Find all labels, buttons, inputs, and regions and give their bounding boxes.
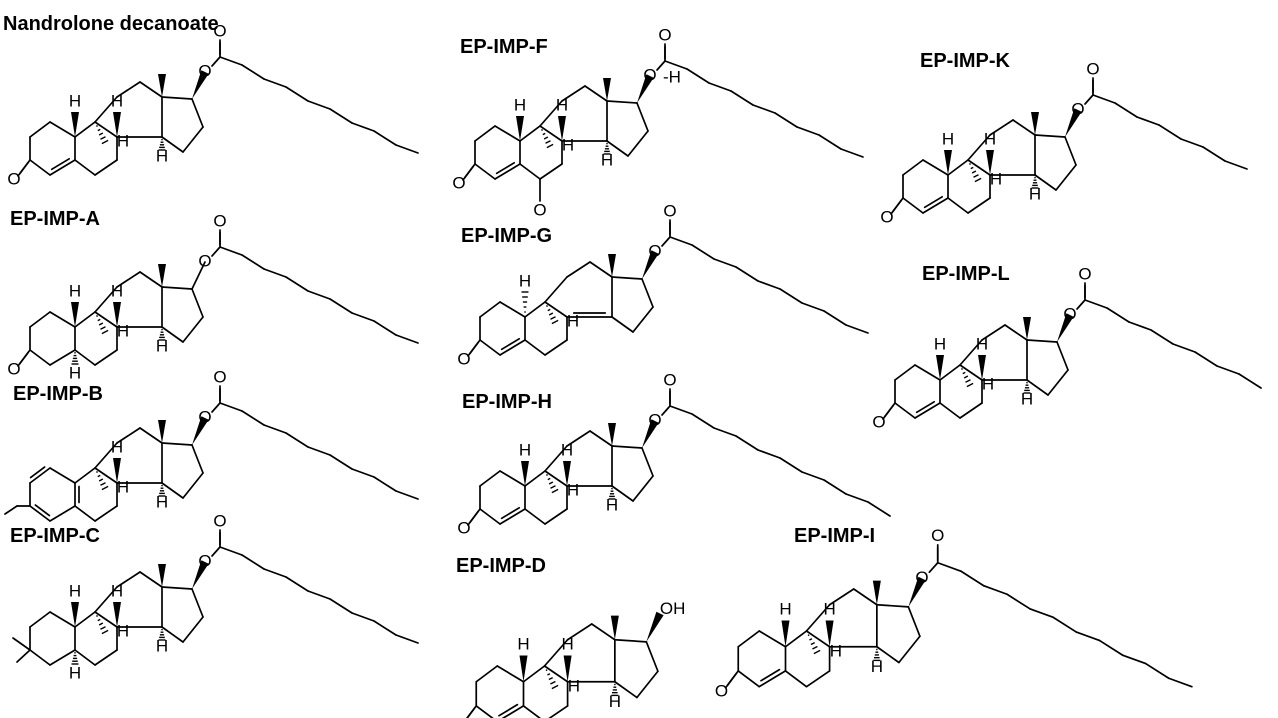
structure-l: EP-IMP-L O H H H H O O xyxy=(872,263,1262,431)
ester-oxygen: O xyxy=(1071,99,1084,118)
h-atom: H xyxy=(942,129,954,148)
structure-k: EP-IMP-K O H H H H O O xyxy=(880,50,1248,226)
h-atom: H xyxy=(69,281,81,300)
h-atom: H xyxy=(156,636,168,655)
h-atom: H xyxy=(517,634,529,653)
h-atom: H xyxy=(562,135,574,154)
hydroxyl-group: OH xyxy=(660,599,686,618)
structure-label: EP-IMP-B xyxy=(13,383,103,405)
ketone-oxygen: O xyxy=(872,412,885,431)
h-atom: H xyxy=(567,311,579,330)
structure-h: EP-IMP-H O H H H H O O xyxy=(457,370,891,537)
h-atom: H xyxy=(871,657,883,676)
extra-hydrogen: -H xyxy=(663,67,681,86)
structure-a: EP-IMP-A O H H H H H O O xyxy=(7,208,419,382)
h-atom: H xyxy=(823,599,835,618)
h-atom: H xyxy=(514,95,526,114)
carbonyl-oxygen: O xyxy=(213,511,226,530)
ketone-oxygen: O xyxy=(457,349,470,368)
structure-g: EP-IMP-G O H H O O xyxy=(457,201,869,368)
h-atom: H xyxy=(567,480,579,499)
ketone-oxygen: O xyxy=(715,681,728,700)
structure-label: EP-IMP-L xyxy=(922,263,1010,285)
h-atom: H xyxy=(117,131,129,150)
h-atom: H xyxy=(561,440,573,459)
h-atom: H xyxy=(934,334,946,353)
ketone-oxygen: O xyxy=(880,207,893,226)
h-atom: H xyxy=(156,146,168,165)
structure-label: EP-IMP-H xyxy=(462,391,552,413)
ester-oxygen: O xyxy=(915,568,928,587)
ester-oxygen: O xyxy=(648,241,661,260)
h-atom: H xyxy=(779,599,791,618)
h-atom: H xyxy=(156,492,168,511)
h-atom: H xyxy=(556,95,568,114)
structure-b: EP-IMP-B H H H O O xyxy=(4,367,419,522)
ester-oxygen: O xyxy=(198,551,211,570)
h-atom: H xyxy=(519,440,531,459)
carbonyl-oxygen: O xyxy=(658,25,671,44)
carbonyl-oxygen: O xyxy=(213,367,226,386)
h-atom: H xyxy=(561,634,573,653)
h-atom: H xyxy=(111,281,123,300)
h-atom: H xyxy=(519,271,531,290)
structure-label: EP-IMP-A xyxy=(10,208,100,230)
structure-label: EP-IMP-I xyxy=(794,525,875,547)
carbonyl-oxygen: O xyxy=(1078,264,1091,283)
ketone-oxygen: O xyxy=(453,716,466,718)
h-atom: H xyxy=(609,692,621,711)
structure-label: Nandrolone decanoate xyxy=(3,13,219,35)
ketone-oxygen: O xyxy=(7,169,20,188)
structure-d: EP-IMP-DOHHHHOH xyxy=(453,555,686,718)
ester-oxygen: O xyxy=(1063,304,1076,323)
h-atom: H xyxy=(982,374,994,393)
carbonyl-oxygen: O xyxy=(213,211,226,230)
carbonyl-oxygen: O xyxy=(213,21,226,40)
h-atom: H xyxy=(1029,184,1041,203)
h-atom: H xyxy=(156,336,168,355)
h-atom: H xyxy=(117,477,129,496)
carbonyl-oxygen: O xyxy=(663,370,676,389)
ketone-oxygen: O xyxy=(7,359,20,378)
h-atom: H xyxy=(111,581,123,600)
h-atom: H xyxy=(111,437,123,456)
h-atom: H xyxy=(117,621,129,640)
h-atom: H xyxy=(1021,389,1033,408)
h-atom: H xyxy=(69,91,81,110)
h-atom: H xyxy=(601,150,613,169)
oxo-oxygen: O xyxy=(533,200,546,219)
structure-f: EP-IMP-F O O H H H H O O -H xyxy=(452,25,864,219)
ester-oxygen: O xyxy=(643,65,656,84)
structure-label: EP-IMP-D xyxy=(456,555,546,577)
h-atom: H xyxy=(117,321,129,340)
structure-c: EP-IMP-C H H H H H O O xyxy=(10,511,419,682)
carbonyl-oxygen: O xyxy=(931,526,944,545)
h-atom: H xyxy=(830,641,842,660)
carbonyl-oxygen: O xyxy=(663,201,676,220)
structure-label: EP-IMP-G xyxy=(461,225,552,247)
ketone-oxygen: O xyxy=(452,173,465,192)
ketone-oxygen: O xyxy=(457,518,470,537)
h-atom: H xyxy=(69,663,81,682)
ester-oxygen: O xyxy=(648,410,661,429)
structure-label: EP-IMP-K xyxy=(920,50,1011,72)
ester-oxygen: O xyxy=(198,251,211,270)
h-atom: H xyxy=(990,169,1002,188)
h-atom: H xyxy=(111,91,123,110)
carbonyl-oxygen: O xyxy=(1086,59,1099,78)
structure-label: EP-IMP-C xyxy=(10,525,100,547)
h-atom: H xyxy=(976,334,988,353)
h-atom: H xyxy=(69,363,81,382)
h-atom: H xyxy=(69,581,81,600)
structure-label: EP-IMP-F xyxy=(460,36,548,58)
h-atom: H xyxy=(568,676,580,695)
h-atom: H xyxy=(606,495,618,514)
structure-i: EP-IMP-I O H H H H O O xyxy=(715,525,1193,700)
h-atom: H xyxy=(984,129,996,148)
ester-oxygen: O xyxy=(198,407,211,426)
ester-oxygen: O xyxy=(198,61,211,80)
